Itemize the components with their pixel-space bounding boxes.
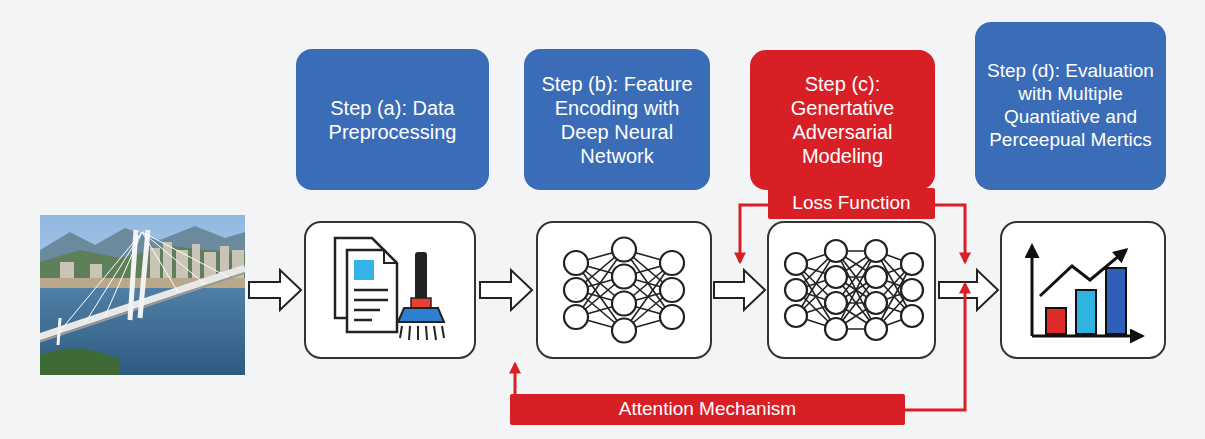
flow-arrow <box>249 270 301 310</box>
net-neuron <box>825 292 847 314</box>
net-link <box>836 251 876 329</box>
flow-arrow <box>714 270 765 310</box>
icon-box <box>1001 222 1165 358</box>
feedback-lines <box>510 205 965 410</box>
net-neuron <box>612 238 636 262</box>
net-neuron <box>785 279 807 301</box>
net-neuron <box>901 253 923 275</box>
net-neuron <box>660 305 684 329</box>
icon-boxes <box>305 222 1165 358</box>
net-neuron <box>612 319 636 343</box>
net-neuron <box>564 251 588 275</box>
icon-box <box>537 222 711 358</box>
step-header: Step (b): Feature Encoding with Deep Neu… <box>524 49 710 190</box>
net-neuron <box>564 278 588 302</box>
loss-line <box>935 205 965 262</box>
net-neuron <box>865 292 887 314</box>
net-neuron <box>785 253 807 275</box>
net-neuron <box>865 240 887 262</box>
net-neuron <box>865 266 887 288</box>
net-neuron <box>660 251 684 275</box>
step-title: Step (a): Data Preprocessing <box>304 96 481 144</box>
step-header: Step (a): Data Preprocessing <box>296 49 489 190</box>
step-title: Step (d): Evaluation with Multiple Quant… <box>983 60 1158 151</box>
attention-bar: Attention Mechanism <box>510 394 905 425</box>
net-neuron <box>901 279 923 301</box>
flow-arrow <box>939 270 998 310</box>
bar-label: Loss Function <box>792 192 910 215</box>
document-brush-icon <box>335 238 444 340</box>
bar-label: Attention Mechanism <box>619 398 796 421</box>
loss-line <box>740 205 768 262</box>
net-link <box>836 251 876 329</box>
icon-box <box>768 222 935 358</box>
attention-line <box>905 284 965 410</box>
net-neuron <box>785 305 807 327</box>
net-neuron <box>825 266 847 288</box>
flow-arrow <box>480 270 532 310</box>
net-neuron <box>901 305 923 327</box>
net-neuron <box>825 240 847 262</box>
net-neuron <box>612 265 636 289</box>
net-neuron <box>564 305 588 329</box>
net-neuron <box>612 292 636 316</box>
bar-chart-icon <box>1032 246 1142 336</box>
icon-box <box>305 222 475 358</box>
step-header: Step (c): Genertative Adversarial Modeli… <box>750 50 935 190</box>
encoder-net-icon <box>564 238 684 343</box>
step-header: Step (d): Evaluation with Multiple Quant… <box>975 22 1166 190</box>
step-title: Step (c): Genertative Adversarial Modeli… <box>758 72 927 168</box>
step-title: Step (b): Feature Encoding with Deep Neu… <box>532 72 702 168</box>
bridge-photo <box>40 215 245 375</box>
net-neuron <box>660 278 684 302</box>
net-neuron <box>865 318 887 340</box>
neural-net-icons <box>564 238 923 343</box>
loss-function-bar: Loss Function <box>768 188 935 219</box>
gan-net-icon <box>785 240 923 340</box>
net-neuron <box>825 318 847 340</box>
